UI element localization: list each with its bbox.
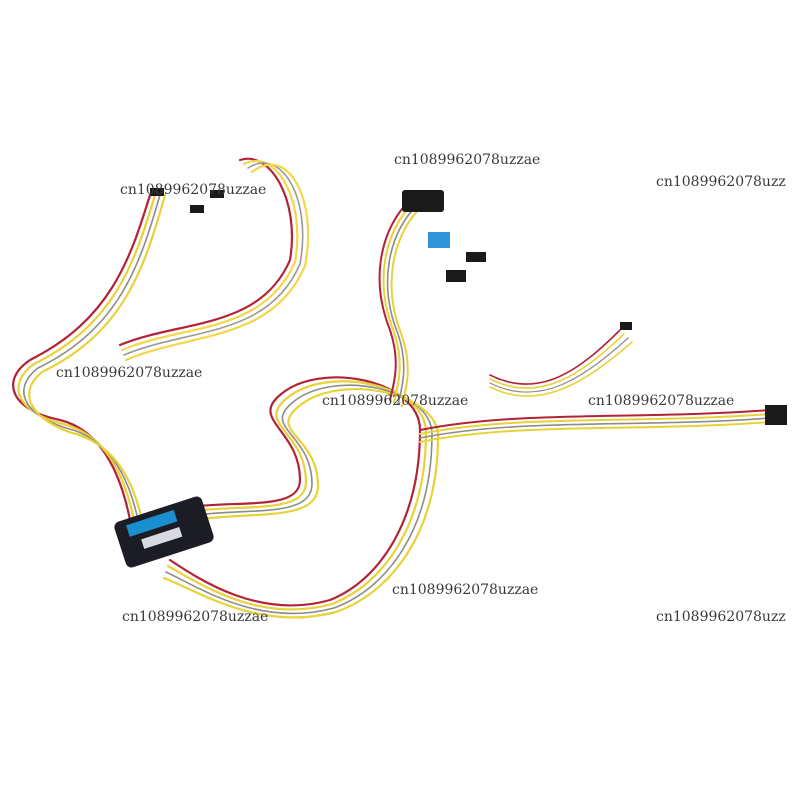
watermark-text: cn1089962078uzzae xyxy=(120,182,267,198)
pin-connectors xyxy=(150,188,787,425)
watermark-text: cn1089962078uzzae xyxy=(392,582,539,598)
watermark-text: cn1089962078uzzae xyxy=(122,609,269,625)
watermark-text: cn1089962078uzzae xyxy=(588,393,735,409)
blue-clip xyxy=(428,232,450,248)
watermark-text: cn1089962078uzzae xyxy=(56,365,203,381)
watermark-text: cn1089962078uzz xyxy=(656,174,786,190)
cable-small-lead xyxy=(489,329,633,397)
control-module xyxy=(114,496,214,568)
watermark-text: cn1089962078uzzae xyxy=(322,393,469,409)
watermark-text: cn1089962078uzzae xyxy=(394,152,541,168)
watermark-text: cn1089962078uzz xyxy=(656,609,786,625)
cable-left-loop xyxy=(12,193,167,522)
cable-top-arc xyxy=(118,157,310,362)
black-connector-top xyxy=(402,190,486,282)
cable-right-lead xyxy=(419,409,771,443)
cable-top-connector-lead xyxy=(378,199,423,407)
